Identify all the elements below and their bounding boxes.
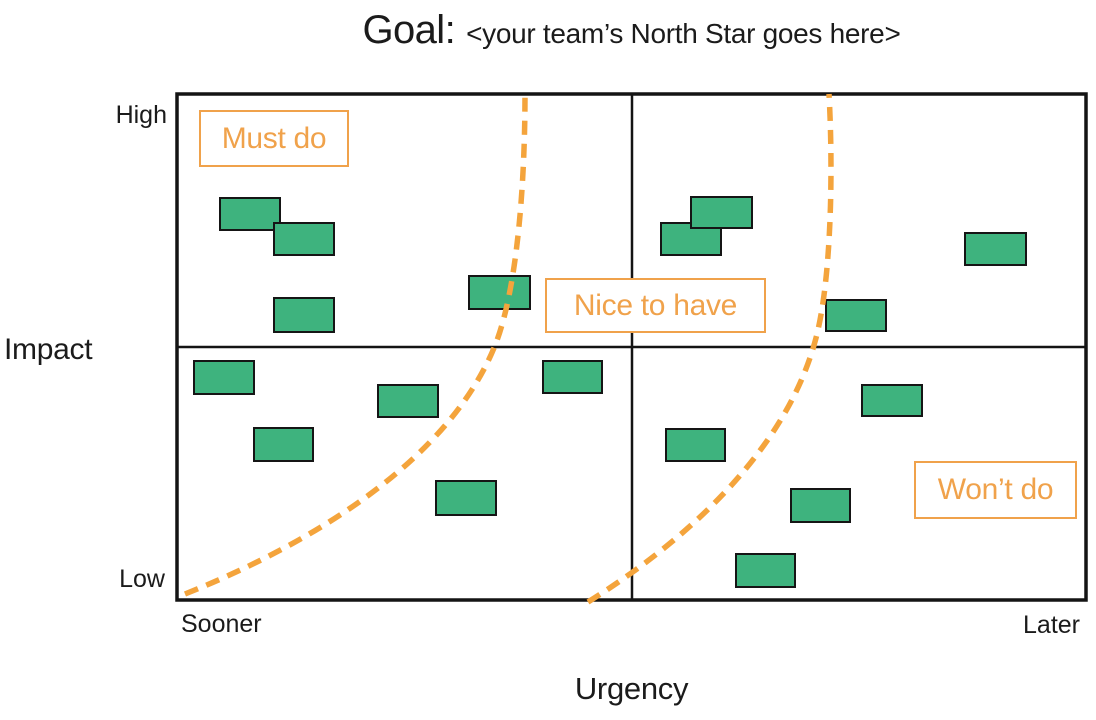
title-placeholder: <your team’s North Star goes here>	[466, 18, 901, 49]
card[interactable]	[665, 428, 726, 462]
card[interactable]	[253, 427, 314, 462]
card[interactable]	[435, 480, 497, 516]
x-axis-title: Urgency	[574, 671, 689, 706]
card[interactable]	[377, 384, 439, 418]
card[interactable]	[273, 297, 335, 333]
zone-label-must-do[interactable]: Must do	[199, 110, 349, 167]
card[interactable]	[964, 232, 1027, 266]
card[interactable]	[735, 553, 796, 588]
x-axis-sooner-label: Sooner	[181, 610, 262, 638]
card[interactable]	[690, 196, 753, 229]
card[interactable]	[861, 384, 923, 417]
card[interactable]	[219, 197, 281, 231]
y-axis-title: Impact	[4, 333, 93, 366]
card[interactable]	[193, 360, 255, 395]
y-axis-high-label: High	[115, 101, 167, 129]
x-axis-later-label: Later	[1023, 611, 1080, 639]
zone-label-nice-to-have[interactable]: Nice to have	[545, 278, 766, 333]
card[interactable]	[542, 360, 603, 394]
card[interactable]	[273, 222, 335, 256]
title-goal-prefix: Goal:	[362, 8, 456, 52]
zone-label-wont-do[interactable]: Won’t do	[914, 461, 1077, 519]
card[interactable]	[468, 275, 531, 310]
page-title: Goal: <your team’s North Star goes here>	[176, 4, 1087, 65]
card[interactable]	[790, 488, 851, 523]
y-axis-low-label: Low	[119, 565, 165, 593]
card[interactable]	[825, 299, 887, 332]
